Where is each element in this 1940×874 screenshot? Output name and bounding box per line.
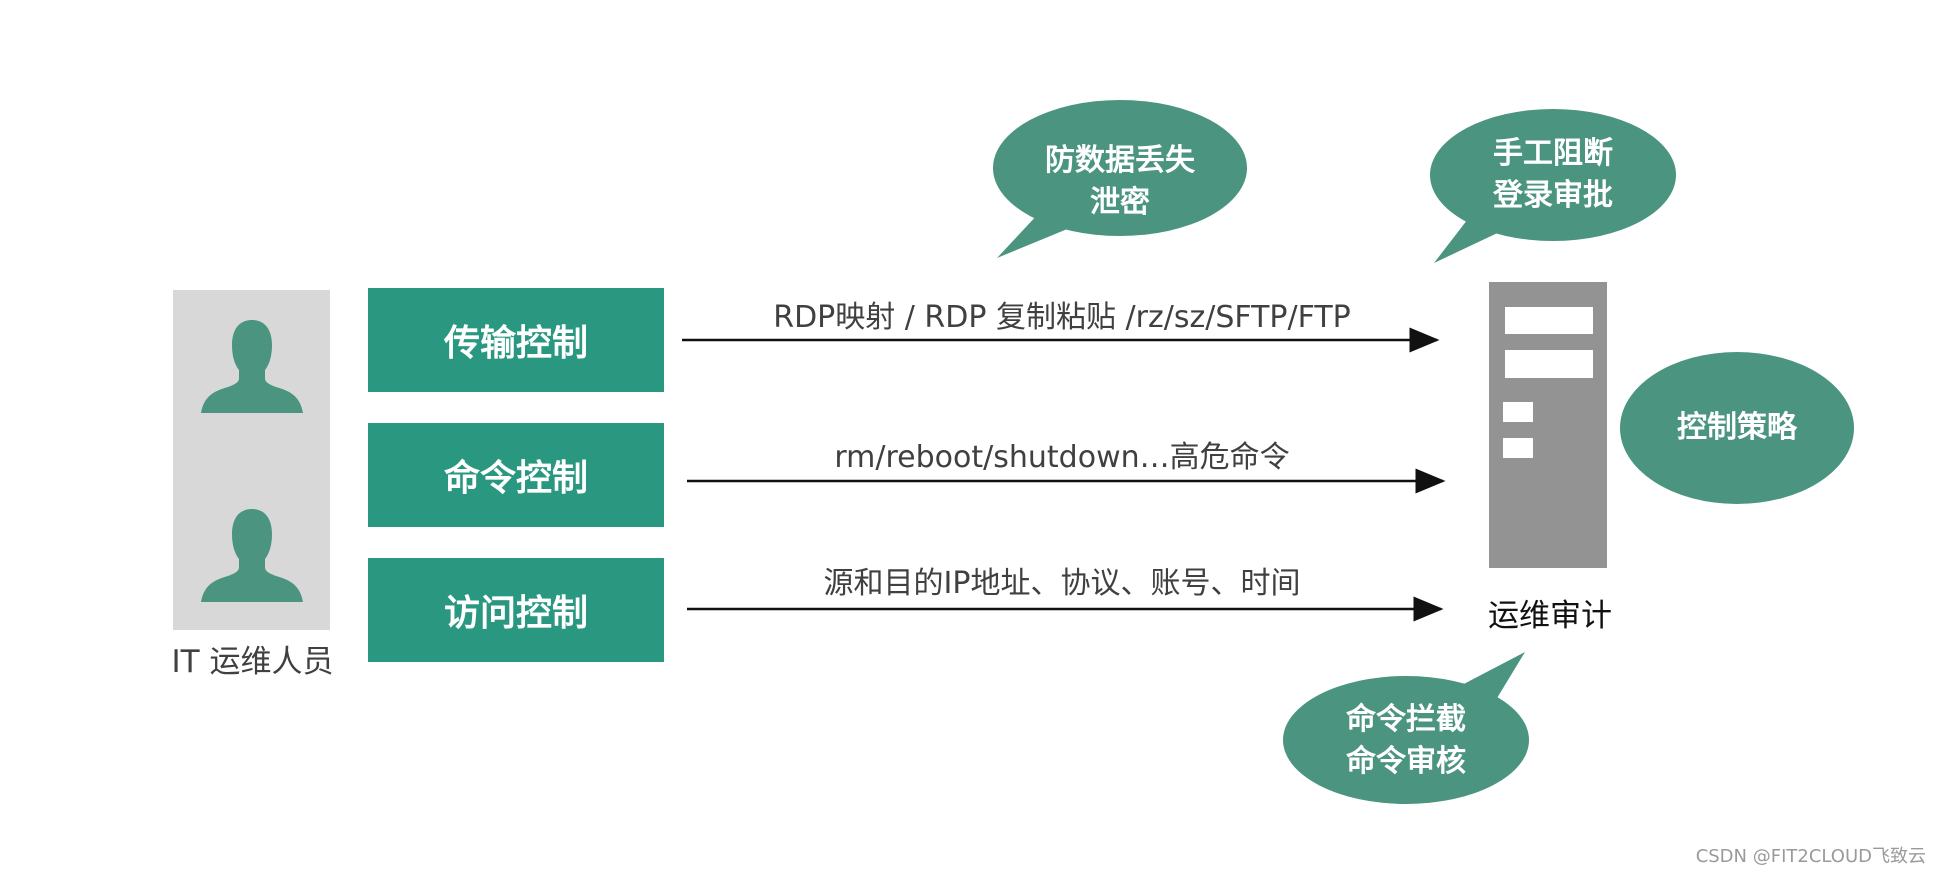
bubble-command-line1: 命令拦截 xyxy=(1346,702,1466,737)
control-box-access: 访问控制 xyxy=(368,558,664,662)
control-box-command: 命令控制 xyxy=(368,423,664,527)
bubble-manual-block-text: 手工阻断 登录审批 xyxy=(1430,133,1676,217)
bubble-command-text: 命令拦截 命令审核 xyxy=(1283,699,1529,783)
flow-label-transfer: RDP映射 / RDP 复制粘贴 /rz/sz/SFTP/FTP xyxy=(773,300,1351,335)
server-slot xyxy=(1503,438,1533,458)
bubble-command-line2: 命令审核 xyxy=(1346,744,1466,779)
bubble-data-leak xyxy=(993,100,1247,258)
user-label: IT 运维人员 xyxy=(171,644,334,680)
server-slot xyxy=(1503,402,1533,422)
watermark: CSDN @FIT2CLOUD飞致云 xyxy=(1695,846,1926,867)
user-panel xyxy=(173,290,330,630)
person-silhouette-icon xyxy=(201,509,303,602)
server-icon xyxy=(1489,282,1607,568)
control-box-transfer: 传输控制 xyxy=(368,288,664,392)
bubble-data-leak-text: 防数据丢失 泄密 xyxy=(993,140,1247,224)
bubble-data-leak-line2: 泄密 xyxy=(1090,185,1150,220)
bubble-manual-block xyxy=(1430,109,1676,263)
flow-label-access: 源和目的IP地址、协议、账号、时间 xyxy=(823,566,1301,601)
flow-label-command: rm/reboot/shutdown…高危命令 xyxy=(834,440,1290,475)
person-silhouette-icon xyxy=(201,320,303,413)
bubble-data-leak-line1: 防数据丢失 xyxy=(1045,143,1195,178)
bubble-manual-block-line2: 登录审批 xyxy=(1493,178,1613,213)
bubble-policy-text: 控制策略 xyxy=(1677,410,1797,445)
server-slot xyxy=(1505,350,1593,378)
bubble-policy xyxy=(1620,352,1854,504)
bubble-manual-block-line1: 手工阻断 xyxy=(1493,136,1613,171)
server-slot xyxy=(1505,307,1593,334)
server-label: 运维审计 xyxy=(1488,598,1612,634)
bubble-command xyxy=(1283,652,1529,804)
